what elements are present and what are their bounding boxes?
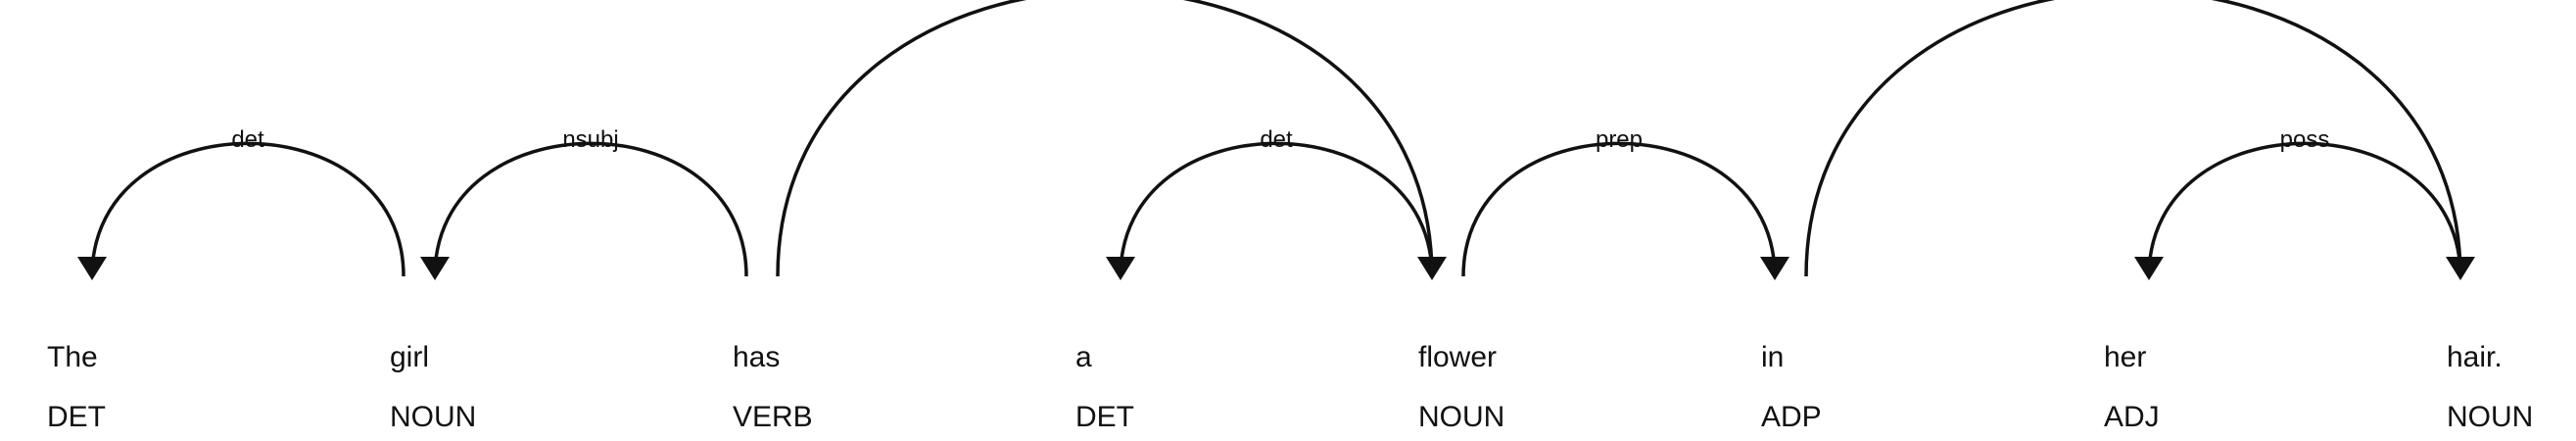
- token-word: The: [47, 341, 98, 373]
- dependency-arc-det: det: [77, 126, 405, 280]
- arrowhead-icon: [420, 257, 450, 280]
- arc-label: det: [1260, 126, 1293, 153]
- token-word: a: [1075, 341, 1092, 373]
- dependency-arc-nsubj: nsubj: [420, 126, 748, 280]
- token-word: hair.: [2447, 341, 2503, 373]
- dependency-arc-pobj: pobj: [1804, 0, 2475, 280]
- arrowhead-icon: [1106, 257, 1135, 280]
- arc-curve: [2147, 141, 2462, 277]
- arc-label: prep: [1596, 126, 1643, 153]
- token-pos-tag: NOUN: [2447, 401, 2533, 433]
- arc-curve: [776, 0, 1434, 277]
- arcs-layer: detnsubjdobjdetpreppobjposs: [77, 0, 2475, 280]
- token-word: in: [1761, 341, 1784, 373]
- arc-curve: [1461, 141, 1777, 277]
- dependency-arc-det: det: [1106, 126, 1434, 280]
- arrowhead-icon: [77, 257, 107, 280]
- arc-label: poss: [2280, 126, 2330, 153]
- dependency-arc-prep: prep: [1461, 126, 1789, 280]
- arrowhead-icon: [2134, 257, 2164, 280]
- arc-curve: [433, 141, 748, 277]
- dependency-arc-poss: poss: [2134, 126, 2462, 280]
- token-word: flower: [1418, 341, 1497, 373]
- token-word: has: [733, 341, 780, 373]
- token-pos-tag: NOUN: [390, 401, 476, 433]
- arc-curve: [1804, 0, 2462, 277]
- token-pos-tag: VERB: [733, 401, 813, 433]
- token-word: girl: [390, 341, 429, 373]
- token-pos-tag: ADJ: [2104, 401, 2160, 433]
- arc-curve: [1119, 141, 1434, 277]
- arc-curve: [90, 141, 405, 277]
- arrowhead-icon: [1760, 257, 1789, 280]
- arc-label: det: [231, 126, 264, 153]
- dependency-arc-dobj: dobj: [776, 0, 1447, 280]
- token-pos-tag: DET: [1075, 401, 1134, 433]
- token-pos-tag: NOUN: [1418, 401, 1504, 433]
- token-pos-tag: ADP: [1761, 401, 1822, 433]
- arc-label: nsubj: [562, 126, 618, 153]
- token: hair. NOUN: [2447, 341, 2533, 433]
- token-pos-tag: DET: [47, 401, 106, 433]
- token-word: her: [2104, 341, 2146, 373]
